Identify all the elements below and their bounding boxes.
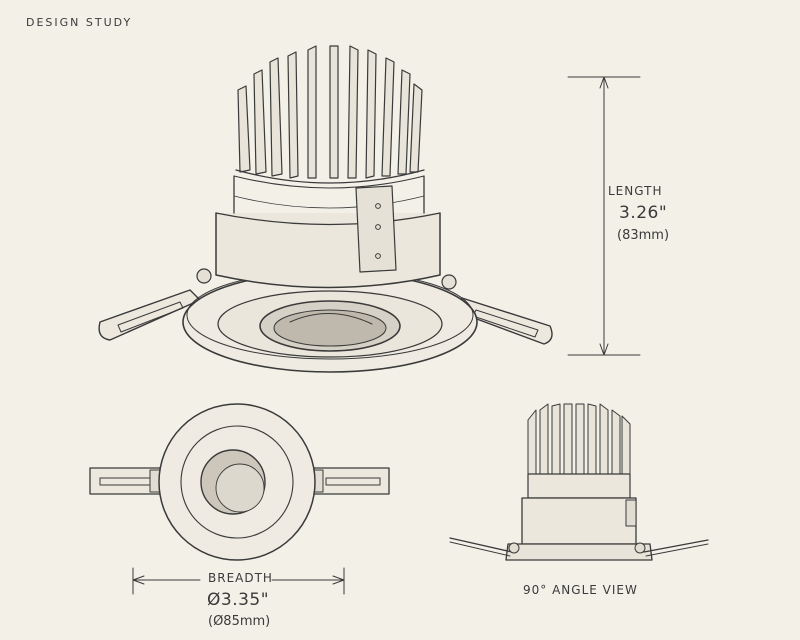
side-flange bbox=[505, 543, 653, 561]
length-dimension-line bbox=[567, 76, 641, 356]
lens-aperture bbox=[259, 300, 401, 352]
breadth-title: BREADTH bbox=[208, 571, 273, 585]
breadth-dimension-line bbox=[132, 567, 345, 595]
breadth-metric: (Ø85mm) bbox=[208, 614, 271, 629]
side-body-lower bbox=[521, 497, 637, 545]
heatsink-fins bbox=[235, 45, 425, 184]
length-metric: (83mm) bbox=[617, 228, 670, 243]
side-right-clip bbox=[643, 539, 709, 553]
side-view bbox=[449, 403, 709, 561]
side-left-clip bbox=[449, 537, 513, 553]
breadth-imperial: Ø3.35" bbox=[207, 590, 270, 610]
side-heatsink bbox=[527, 403, 631, 475]
plan-left-clip bbox=[89, 467, 161, 495]
length-imperial: 3.26" bbox=[619, 203, 668, 223]
perspective-view bbox=[98, 45, 553, 373]
left-spring-clip bbox=[98, 268, 212, 341]
length-title: LENGTH bbox=[608, 184, 663, 198]
side-view-caption: 90° ANGLE VIEW bbox=[523, 583, 638, 597]
housing-body bbox=[215, 175, 441, 289]
plan-right-clip bbox=[312, 467, 390, 495]
side-body-upper bbox=[527, 473, 631, 499]
plan-inner-ring bbox=[180, 425, 294, 539]
design-study-label: DESIGN STUDY bbox=[26, 16, 133, 29]
plan-view bbox=[89, 403, 390, 561]
